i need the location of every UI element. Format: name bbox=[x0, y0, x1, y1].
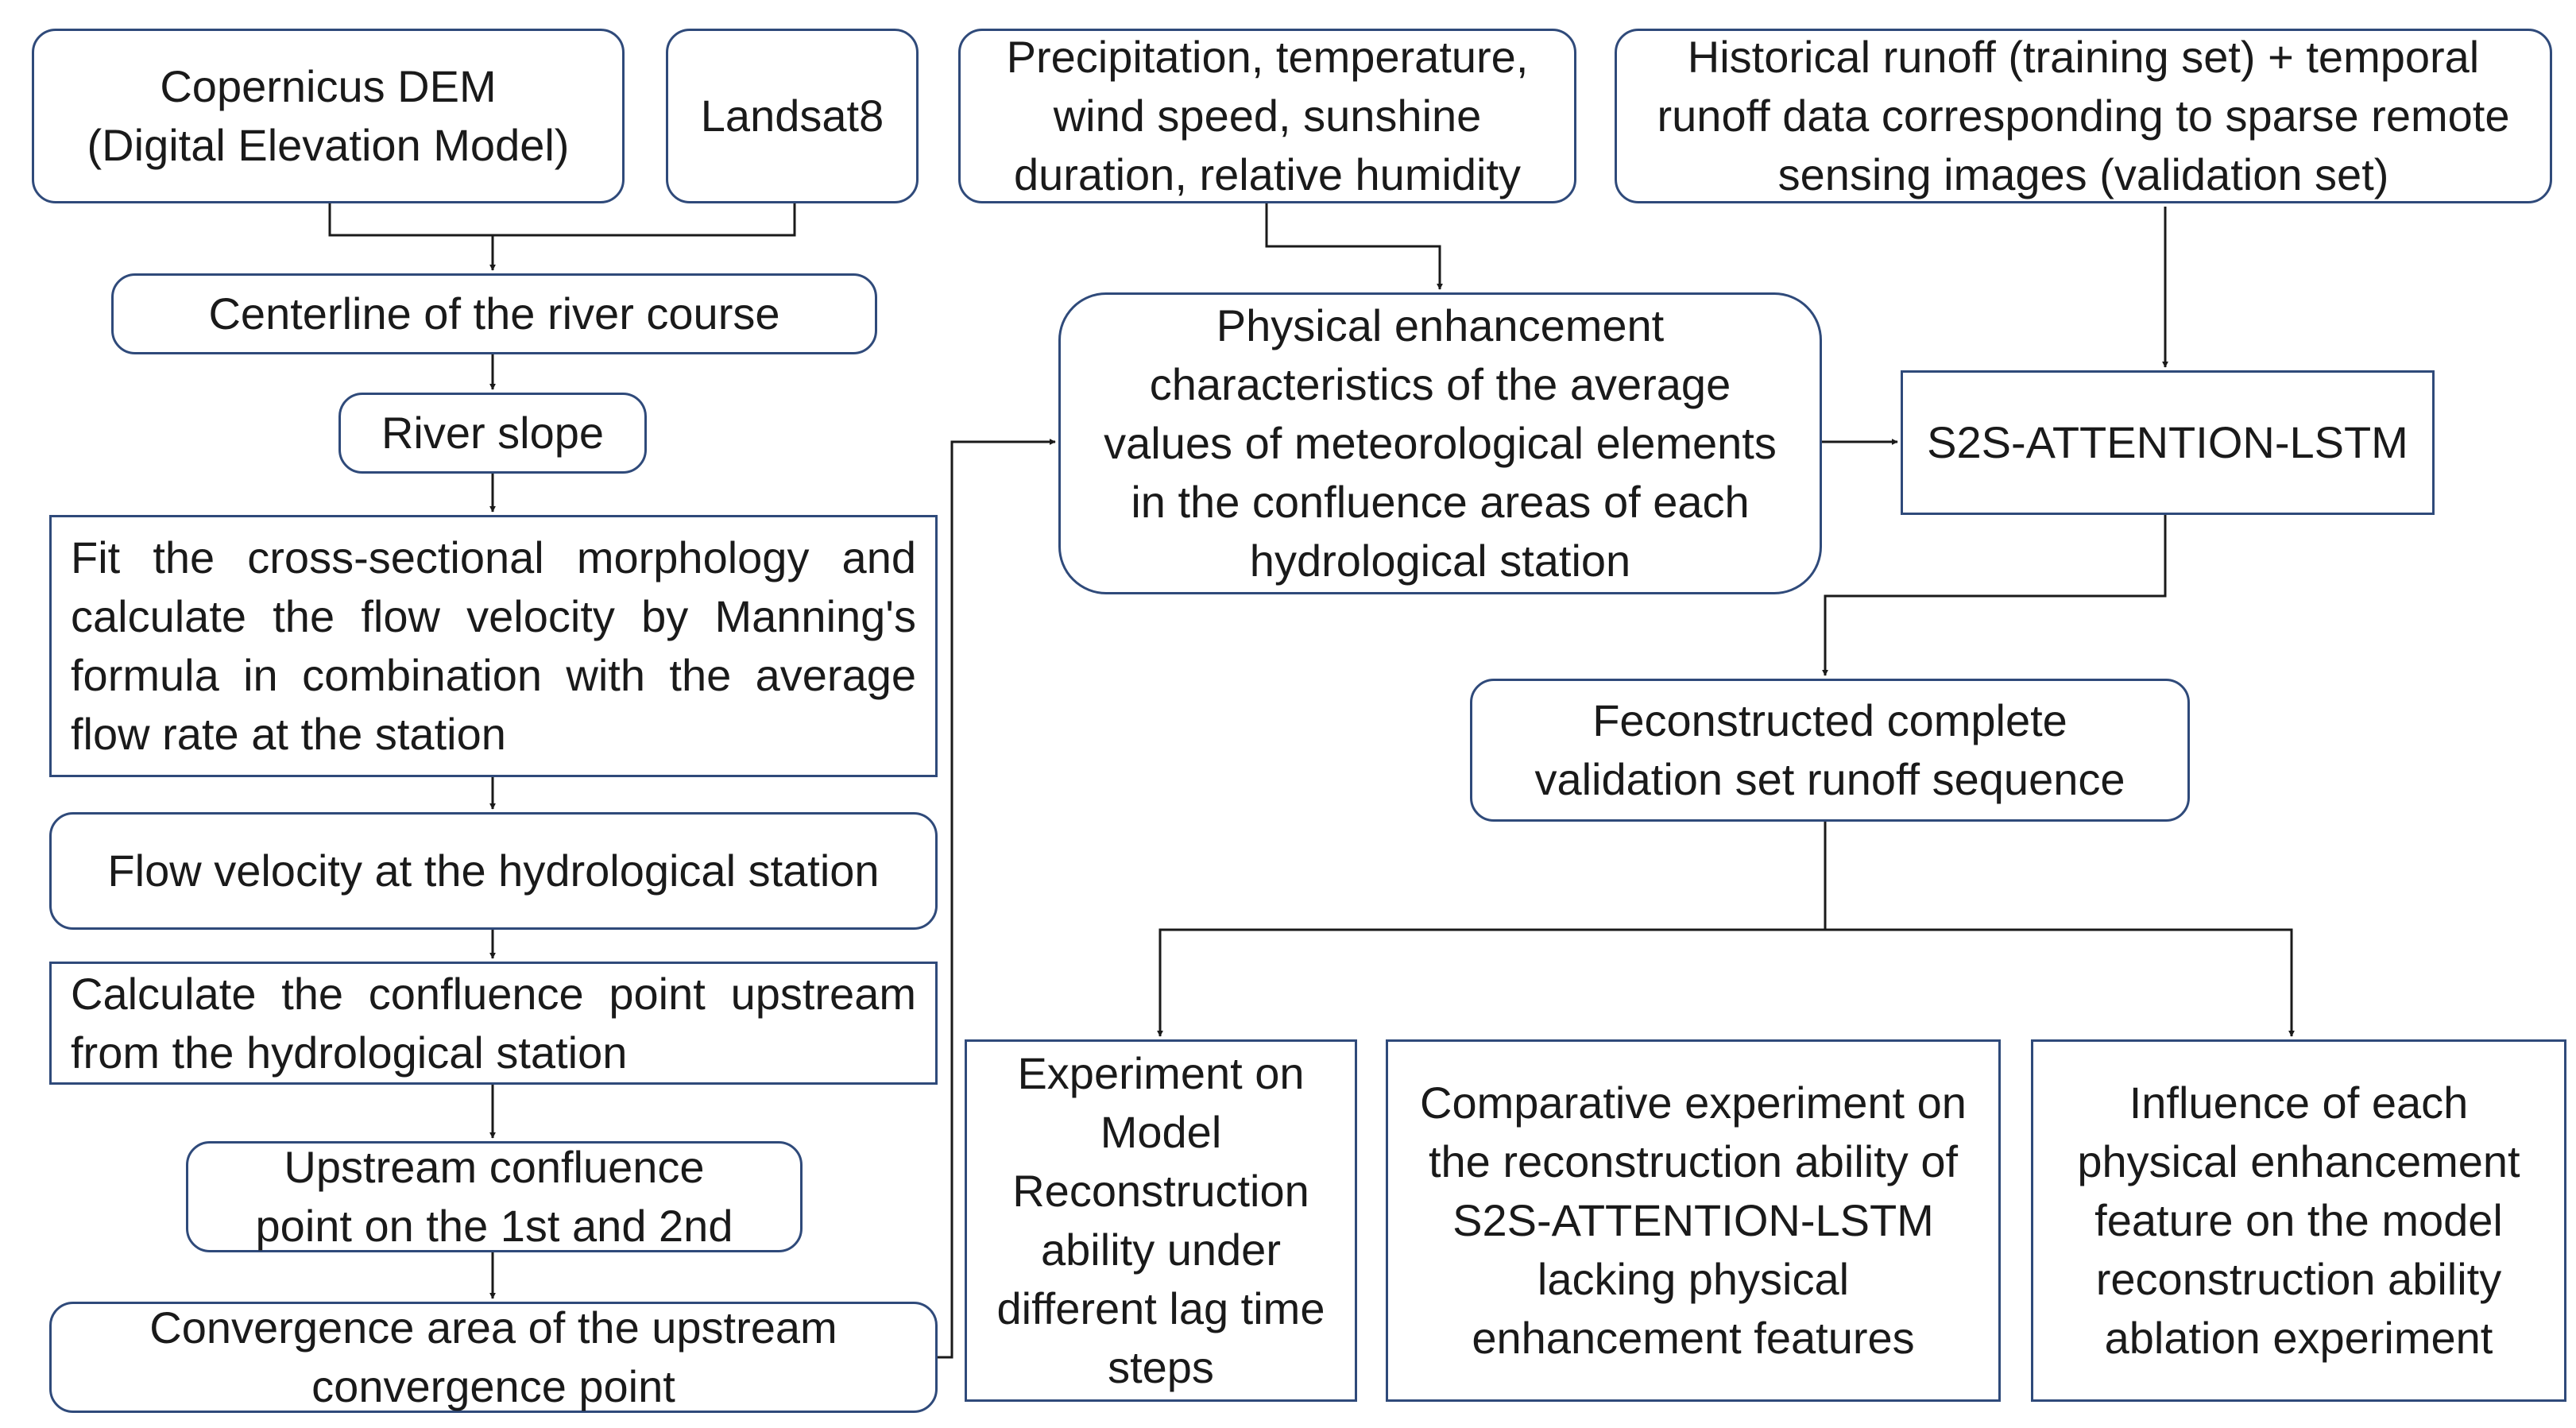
node-copernicus-dem: Copernicus DEM (Digital Elevation Model) bbox=[32, 29, 625, 203]
node-upstream-confluence: Upstream confluence point on the 1st and… bbox=[186, 1141, 803, 1252]
node-river-slope: River slope bbox=[338, 393, 647, 474]
connector-dem-landsat-merge bbox=[328, 201, 796, 237]
node-calculate-confluence-text: Calculate the confluence point upstream … bbox=[71, 968, 916, 1078]
node-experiment-ablation: Influence of each physical enhancement f… bbox=[2031, 1039, 2566, 1402]
arrow-to-exp-ablation bbox=[1825, 928, 2295, 1037]
node-landsat8: Landsat8 bbox=[666, 29, 919, 203]
arrow-to-exp-lag bbox=[1157, 928, 1825, 1037]
node-flow-velocity: Flow velocity at the hydrological statio… bbox=[49, 812, 938, 930]
arrow-s2s-to-reconstructed bbox=[1822, 515, 2167, 676]
node-experiment-lag-time: Experiment on Model Reconstruction abili… bbox=[965, 1039, 1357, 1402]
node-reconstructed-sequence: Feconstructed complete validation set ru… bbox=[1470, 679, 2190, 822]
node-physical-enhancement: Physical enhancement characteristics of … bbox=[1058, 292, 1822, 594]
node-historical-runoff: Historical runoff (training set) + tempo… bbox=[1615, 29, 2552, 203]
node-s2s-attention-lstm: S2S-ATTENTION-LSTM bbox=[1901, 370, 2435, 515]
node-centerline: Centerline of the river course bbox=[111, 273, 877, 354]
node-fit-cross-section-text: Fit the cross-sectional morphology and c… bbox=[71, 532, 916, 759]
arrow-meteorology-to-physical bbox=[1265, 201, 1443, 290]
node-calculate-confluence: Calculate the confluence point upstream … bbox=[49, 962, 938, 1085]
node-experiment-comparative: Comparative experiment on the reconstruc… bbox=[1386, 1039, 2001, 1402]
node-fit-cross-section: Fit the cross-sectional morphology and c… bbox=[49, 515, 938, 777]
node-meteorology-inputs: Precipitation, temperature, wind speed, … bbox=[958, 29, 1576, 203]
node-convergence-area: Convergence area of the upstream converg… bbox=[49, 1302, 938, 1413]
